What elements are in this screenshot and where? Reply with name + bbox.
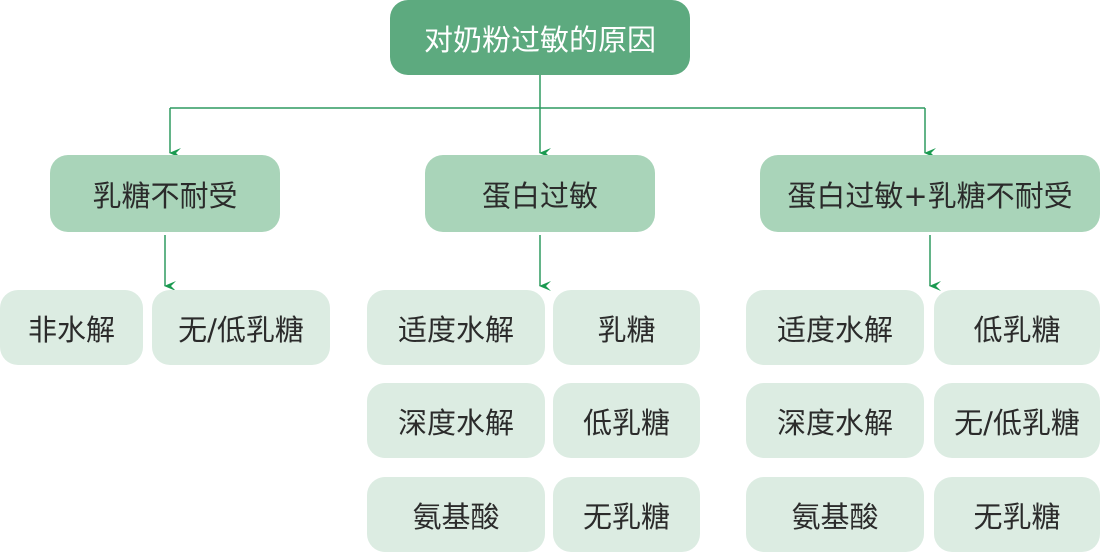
leaf-node: 低乳糖: [934, 290, 1100, 365]
leaf-node: 适度水解: [746, 290, 924, 365]
leaf-node: 低乳糖: [553, 383, 700, 458]
leaf-node: 深度水解: [746, 383, 924, 458]
leaf-node: 深度水解: [367, 383, 545, 458]
leaf-node: 非水解: [0, 290, 143, 365]
branch-protein-allergy: 蛋白过敏: [425, 155, 655, 232]
leaf-node: 无乳糖: [934, 477, 1100, 552]
branch-lactose-intolerance: 乳糖不耐受: [50, 155, 280, 232]
root-node: 对奶粉过敏的原因: [390, 0, 690, 75]
branch-protein-allergy-and-lactose: 蛋白过敏+乳糖不耐受: [760, 155, 1100, 232]
leaf-node: 无/低乳糖: [934, 383, 1100, 458]
leaf-node: 乳糖: [553, 290, 700, 365]
leaf-node: 无/低乳糖: [152, 290, 330, 365]
leaf-node: 无乳糖: [553, 477, 700, 552]
leaf-node: 氨基酸: [367, 477, 545, 552]
leaf-node: 适度水解: [367, 290, 545, 365]
leaf-node: 氨基酸: [746, 477, 924, 552]
